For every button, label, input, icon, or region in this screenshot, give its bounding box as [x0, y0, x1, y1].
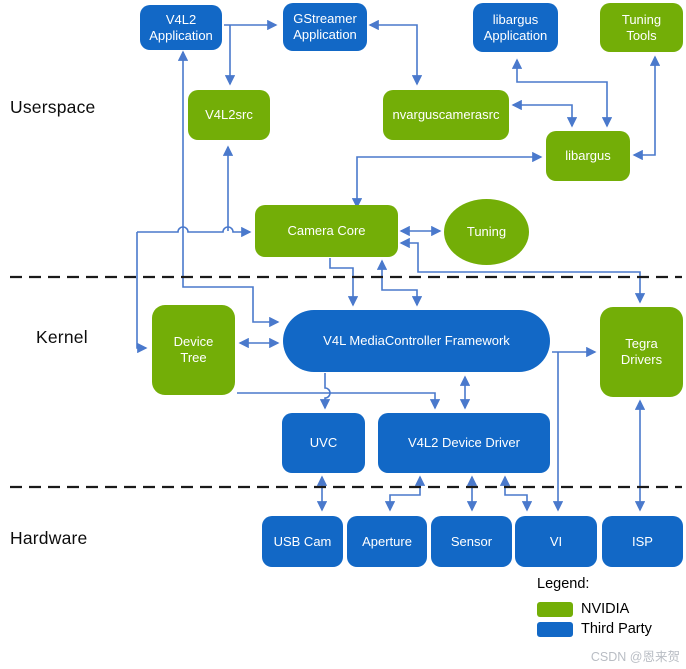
- section-label-hardware: Hardware: [10, 528, 88, 548]
- node-v4l2-device-driver: V4L2 Device Driver: [378, 413, 550, 473]
- node-gstreamer-application: GStreamer Application: [283, 3, 367, 51]
- node-v4l-mediacontroller-framework: V4L MediaController Framework: [283, 310, 550, 372]
- node-tegra-drivers: Tegra Drivers: [600, 307, 683, 397]
- node-uvc: UVC: [282, 413, 365, 473]
- node-tuning-tools: Tuning Tools: [600, 3, 683, 52]
- node-libargus-application: libargus Application: [473, 3, 558, 52]
- node-device-tree: Device Tree: [152, 305, 235, 395]
- arrow-junction-to-cameracore: [137, 226, 252, 238]
- legend: Legend: NVIDIA Third Party: [537, 576, 652, 639]
- node-aperture: Aperture: [347, 516, 427, 567]
- arrow-nvarguscamerasrc-libargus: [511, 99, 578, 128]
- arrow-cameracore-tegra: [399, 237, 646, 304]
- arrow-v4l2app-framework: [177, 50, 280, 328]
- node-nvarguscamerasrc: nvarguscamerasrc: [383, 90, 509, 140]
- legend-title: Legend:: [537, 576, 590, 592]
- node-libargus: libargus: [546, 131, 630, 181]
- arrow-devicetree-to-driver: [237, 392, 441, 410]
- node-v4l2-application: V4L2 Application: [140, 5, 222, 50]
- arrow-framework-to-uvc: [319, 373, 331, 410]
- node-isp: ISP: [602, 516, 683, 567]
- watermark: CSDN @恩来贺: [590, 650, 680, 664]
- arrow-cameracore-to-framework: [329, 258, 359, 307]
- arrow-libargus-tuningtools: [632, 55, 661, 161]
- arrow-framework-cameracore: [376, 259, 423, 307]
- arrow-junction-to-devicetree: [136, 232, 148, 354]
- section-label-userspace: Userspace: [10, 97, 96, 117]
- arrow-libargusapp-libargus: [511, 58, 613, 128]
- arrow-driver-aperture: [384, 475, 426, 512]
- legend-label-third-party: Third Party: [581, 621, 652, 637]
- node-usb-cam: USB Cam: [262, 516, 343, 567]
- legend-item-third-party: Third Party: [537, 619, 652, 639]
- section-label-kernel: Kernel: [36, 327, 88, 347]
- node-tuning: Tuning: [444, 199, 529, 265]
- node-v4l2src: V4L2src: [188, 90, 270, 140]
- node-vi: VI: [515, 516, 597, 567]
- arrow-cameracore-libargus: [351, 151, 543, 209]
- legend-label-nvidia: NVIDIA: [581, 601, 630, 617]
- legend-item-nvidia: NVIDIA: [537, 599, 652, 619]
- node-sensor: Sensor: [431, 516, 512, 567]
- arrow-gstreamer-nvarguscamerasrc: [368, 19, 423, 86]
- legend-swatch-third-party: [537, 621, 573, 637]
- node-camera-core: Camera Core: [255, 205, 398, 257]
- arrow-driver-vi: [499, 475, 533, 512]
- legend-swatch-nvidia: [537, 601, 573, 617]
